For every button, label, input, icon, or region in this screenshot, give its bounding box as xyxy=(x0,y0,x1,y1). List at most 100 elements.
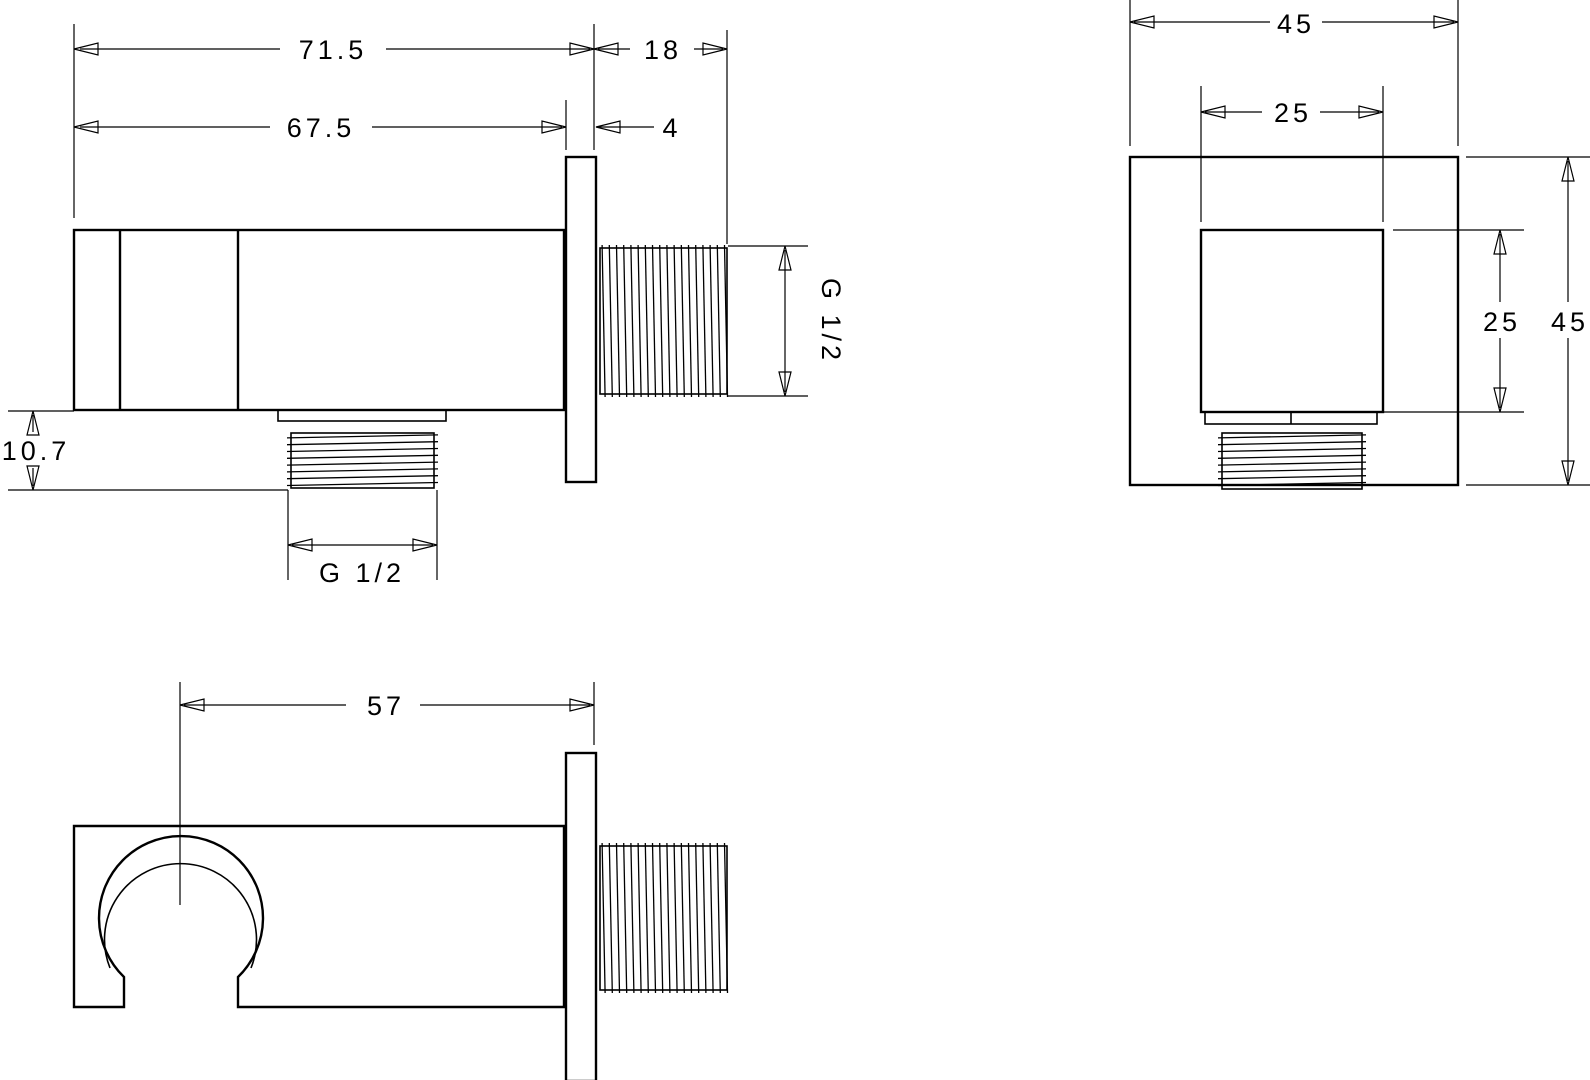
arrowhead xyxy=(1433,15,1459,29)
dimension-label-outlet-length: 18 xyxy=(644,35,682,65)
thread-line xyxy=(1217,434,1367,439)
thread-line xyxy=(659,842,664,994)
arrowhead xyxy=(595,120,621,134)
holder-view-body xyxy=(72,824,566,1009)
thread-outline xyxy=(599,845,728,991)
dimension-front-body-height: 25 xyxy=(1362,229,1524,413)
dimension-label-front-body-height: 25 xyxy=(1483,307,1521,337)
thread-line xyxy=(623,842,628,994)
arrowhead xyxy=(1561,156,1575,182)
thread-line xyxy=(709,244,714,398)
dimension-front-overall-width: 45 xyxy=(1129,0,1459,146)
thread-line xyxy=(716,842,721,994)
dimension-label-front-overall-width: 45 xyxy=(1277,9,1315,39)
thread-line xyxy=(615,842,621,994)
thread-line xyxy=(695,842,700,994)
thread-line xyxy=(286,454,439,459)
thread-line xyxy=(286,461,439,466)
arrowhead xyxy=(1493,229,1507,255)
arrowhead xyxy=(1561,460,1575,486)
thread-line xyxy=(608,244,613,398)
dimension-front-body-width: 25 xyxy=(1200,86,1384,222)
dimension-label-inlet-thread: G 1/2 xyxy=(319,558,405,588)
thread-line xyxy=(286,475,439,480)
arrowhead xyxy=(702,42,728,56)
thread-line xyxy=(709,842,714,994)
thread-line xyxy=(702,842,707,994)
thread-line xyxy=(1217,461,1367,466)
dimension-front-overall-height: 45 xyxy=(1466,156,1590,486)
arrowhead xyxy=(73,120,99,134)
dimension-label-front-body-width: 25 xyxy=(1274,98,1312,128)
dimension-label-outlet-thread: G 1/2 xyxy=(816,278,846,364)
arrowhead xyxy=(569,698,595,712)
thread-line xyxy=(286,447,439,453)
dimension-holder-axis-distance: 57 xyxy=(179,682,595,745)
thread-line xyxy=(695,244,700,398)
thread-line xyxy=(687,244,693,398)
thread-line xyxy=(1217,468,1367,473)
thread-line xyxy=(680,842,685,994)
arrowhead xyxy=(541,120,567,134)
arrowhead xyxy=(179,698,205,712)
thread-line xyxy=(1217,481,1367,487)
dimension-body-length: 67.5 xyxy=(73,100,567,150)
thread-line xyxy=(723,842,729,994)
arrowhead xyxy=(1358,105,1384,119)
dimension-label-overall-length: 71.5 xyxy=(299,35,368,65)
arrowhead xyxy=(1129,15,1155,29)
thread-line xyxy=(702,244,707,398)
thread-line xyxy=(673,842,678,994)
thread-line xyxy=(644,244,649,398)
thread-line xyxy=(1217,441,1367,446)
thread-line xyxy=(716,244,721,398)
thread-line xyxy=(687,842,693,994)
thread-line xyxy=(623,244,628,398)
dimension-label-flange-thickness: 4 xyxy=(662,113,681,143)
front-view-inlet-thread xyxy=(1217,432,1367,490)
dimension-label-holder-axis-distance: 57 xyxy=(367,691,405,721)
thread-line xyxy=(608,842,613,994)
thread-line xyxy=(630,244,635,398)
thread-line xyxy=(286,468,439,473)
arrowhead xyxy=(287,538,313,552)
arrowhead xyxy=(26,410,40,436)
holder-view-wall-flange xyxy=(564,751,598,1080)
thread-line xyxy=(601,842,606,994)
thread-outline xyxy=(1221,432,1363,490)
front-view xyxy=(1128,155,1460,490)
side-view xyxy=(72,155,729,489)
arrowhead xyxy=(593,42,619,56)
arrowhead xyxy=(778,371,792,397)
thread-outline xyxy=(599,247,728,395)
thread-line xyxy=(1217,475,1367,480)
thread-line xyxy=(666,244,671,398)
front-view-body xyxy=(1199,228,1385,414)
dimension-outlet-length: 18 xyxy=(593,24,728,244)
dimension-overall-length: 71.5 xyxy=(73,24,595,218)
side-view-outlet-thread xyxy=(599,244,729,398)
dimension-label-front-overall-height: 45 xyxy=(1551,307,1589,337)
thread-line xyxy=(637,244,642,398)
thread-line xyxy=(637,842,642,994)
thread-line xyxy=(651,244,657,398)
thread-line xyxy=(1217,454,1367,459)
thread-line xyxy=(286,434,439,439)
dimension-flange-thickness: 4 xyxy=(595,113,681,143)
arrowhead xyxy=(778,245,792,271)
thread-line xyxy=(286,481,439,487)
thread-line xyxy=(615,244,621,398)
holder-view-outlet-thread xyxy=(599,842,729,994)
thread-line xyxy=(666,842,671,994)
dimension-label-body-length: 67.5 xyxy=(287,113,356,143)
arrowhead xyxy=(569,42,595,56)
thread-line xyxy=(723,244,729,398)
arrowhead xyxy=(26,465,40,491)
thread-line xyxy=(651,842,657,994)
side-view-inlet-thread xyxy=(286,432,439,489)
arrowhead xyxy=(73,42,99,56)
dimension-label-bottom-offset: 10.7 xyxy=(2,436,71,466)
thread-line xyxy=(601,244,606,398)
thread-line xyxy=(680,244,685,398)
